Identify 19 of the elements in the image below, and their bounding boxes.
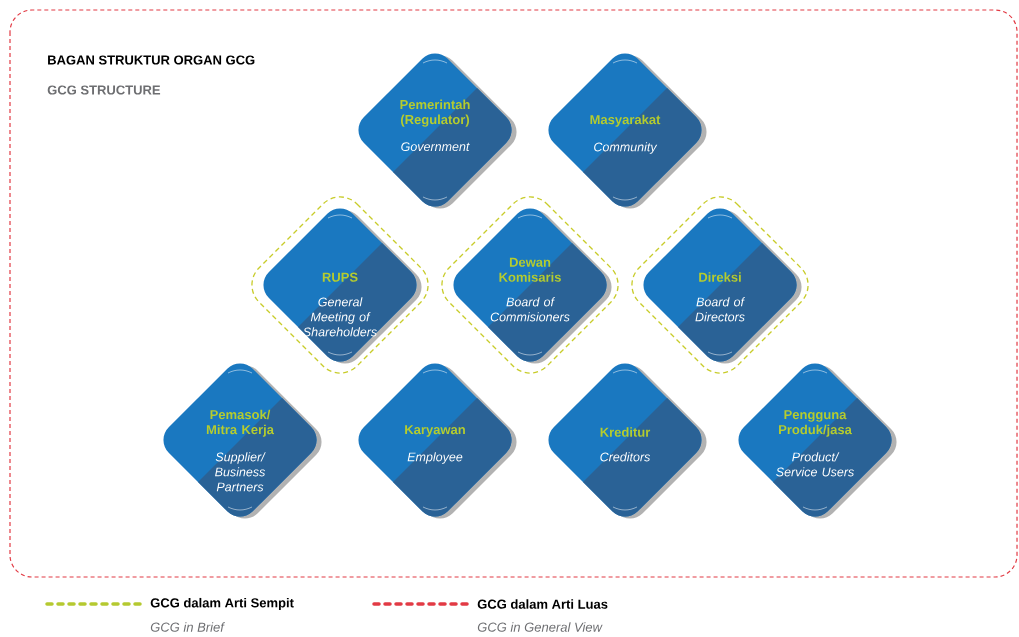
diamond-box: Dewan Komisaris Board of Commisioners <box>453 208 612 364</box>
diamond-box: Karyawan Employee <box>358 363 517 519</box>
diamond-box: Pengguna Produk/jasa Product/ Service Users <box>738 363 897 519</box>
diamond-box: Masyarakat Community <box>548 53 707 209</box>
legend-text: GCG dalam Arti Sempit <box>150 597 294 611</box>
diamond-box: Direksi Board of Directors <box>643 208 802 364</box>
legend-text: GCG dalam Arti Luas <box>477 599 608 609</box>
diamond-box: Pemasok/ Mitra Kerja Supplier/ Business Partners <box>163 363 322 519</box>
heading: BAGAN STRUKTUR ORGAN GCG <box>48 55 255 65</box>
legend-subtext: GCG in General View <box>477 622 603 632</box>
diamond-box: Pemerintah (Regulator) Government <box>358 53 517 209</box>
legend-subtext: GCG in Brief <box>150 622 225 632</box>
heading: GCG STRUCTURE <box>47 85 161 95</box>
dashed-outline <box>631 196 809 374</box>
dashed-frame <box>9 9 1018 578</box>
diamond-box: RUPS General Meeting of Shareholders <box>263 208 422 364</box>
dashed-outline <box>251 196 429 374</box>
dashed-outline <box>441 196 619 374</box>
diamond-box: Kreditur Creditors <box>548 363 707 519</box>
